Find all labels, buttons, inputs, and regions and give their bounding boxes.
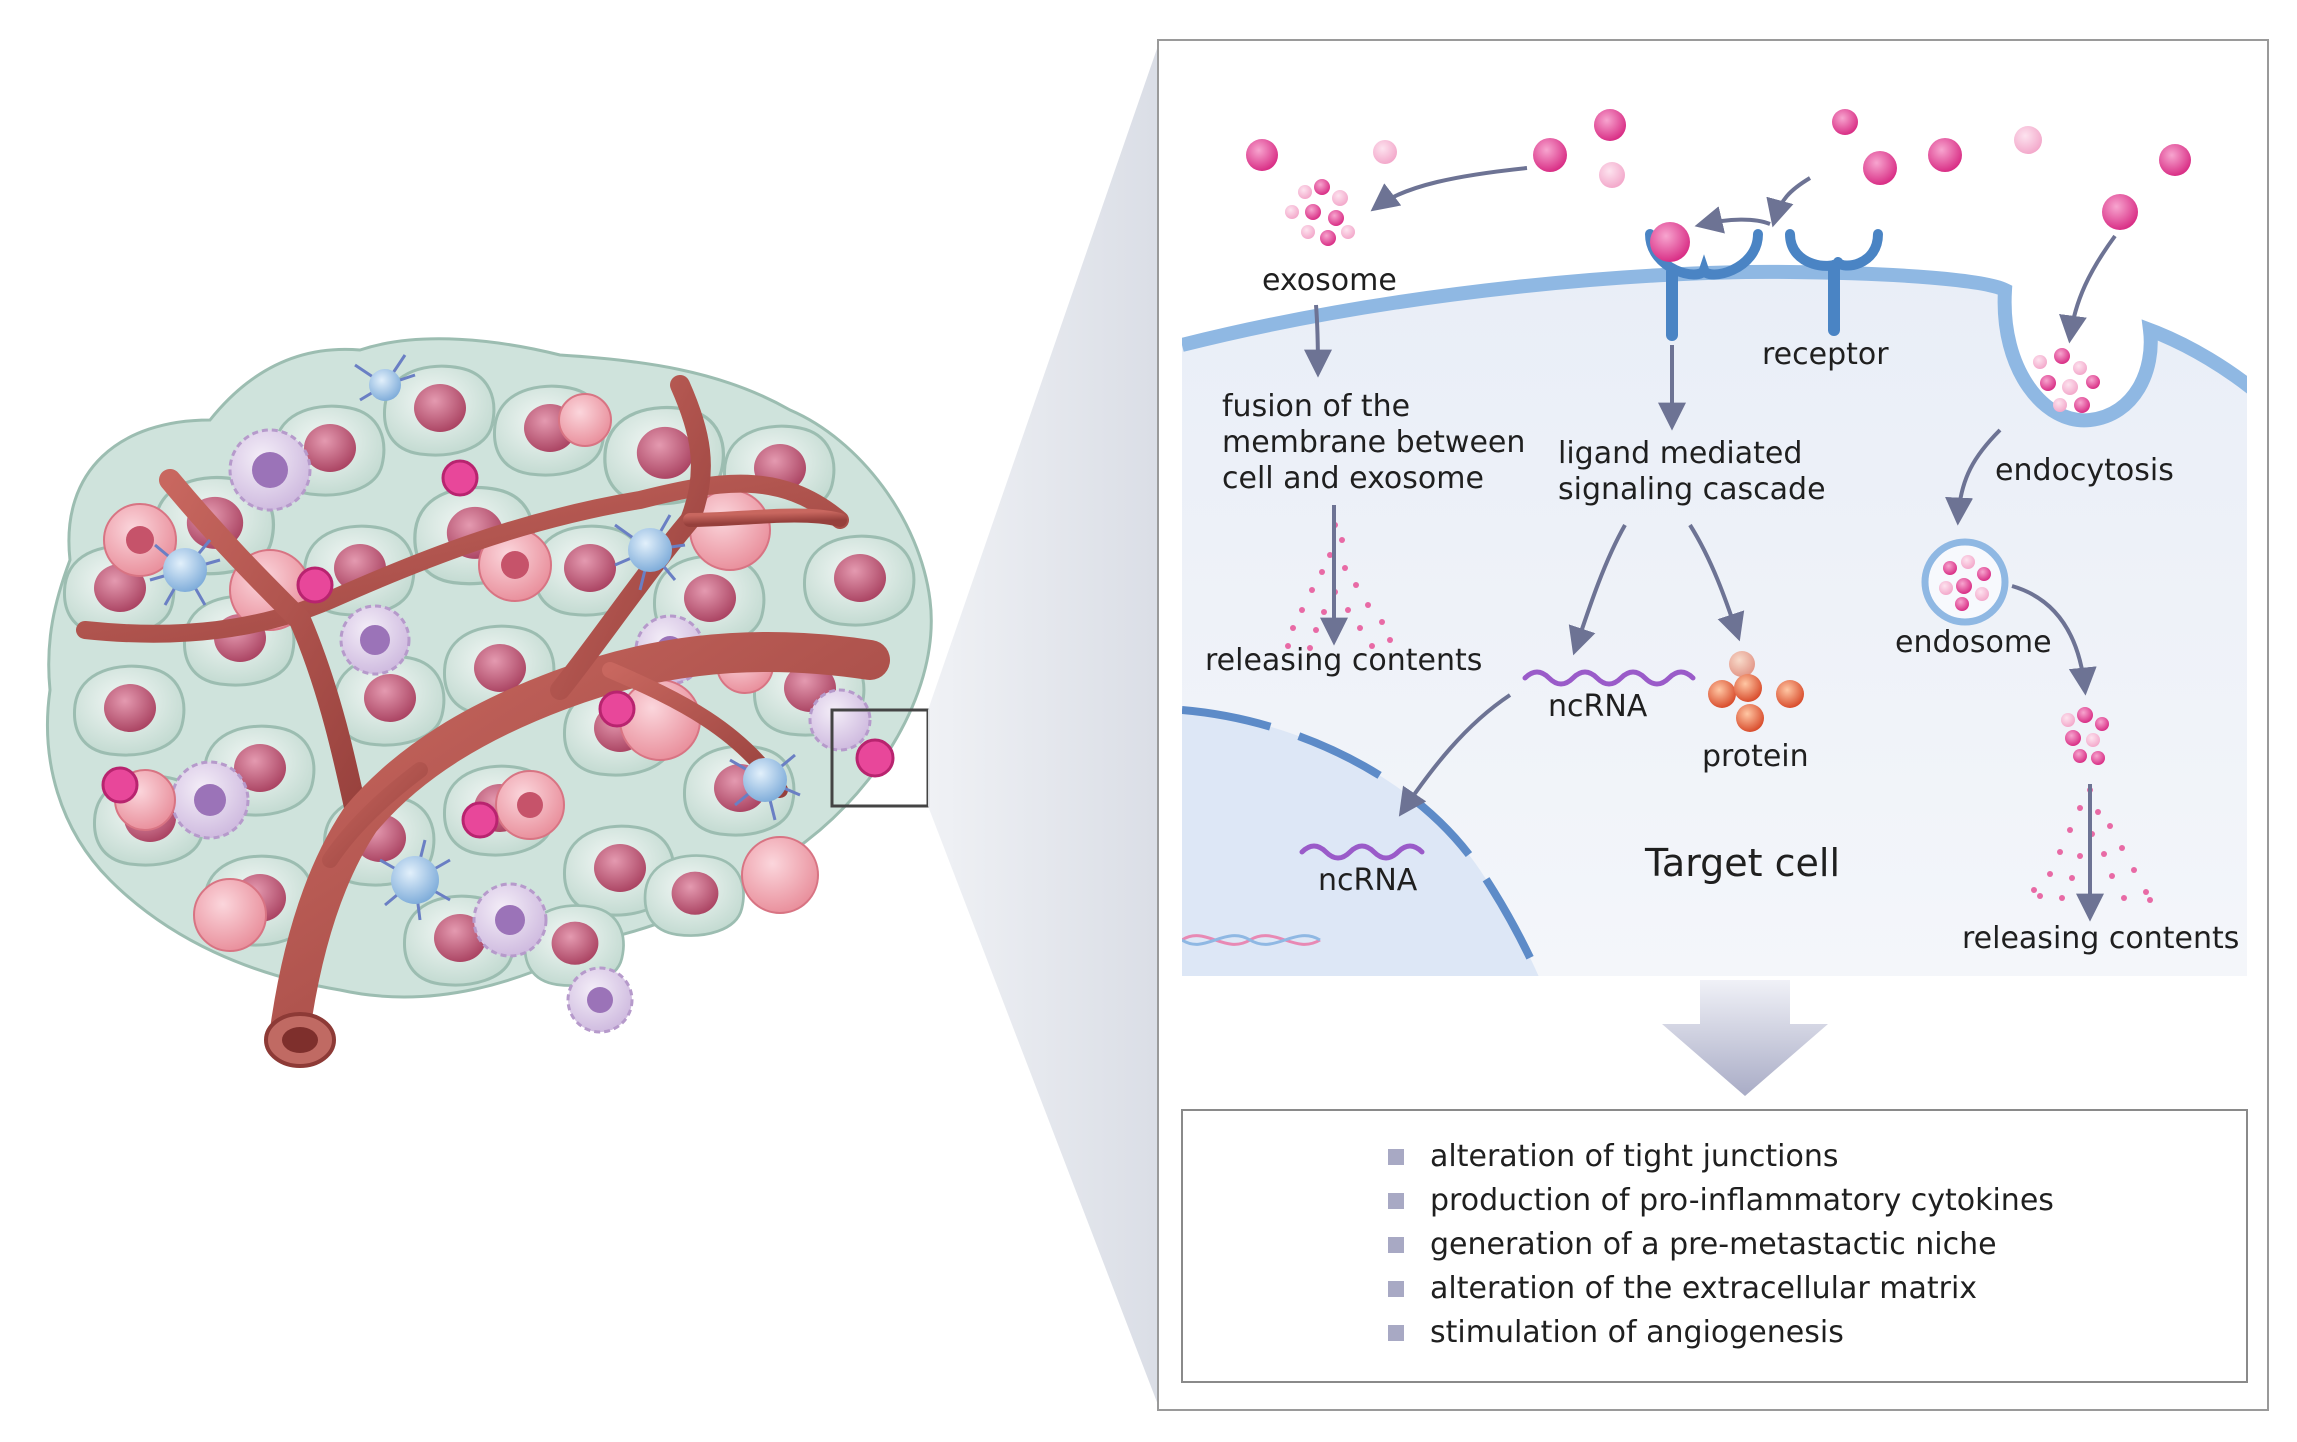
label-releasing-left: releasing contents: [1205, 643, 1482, 678]
effect-item: stimulation of angiogenesis: [1430, 1315, 1844, 1350]
label-ncrna-cyto: ncRNA: [1548, 689, 1648, 724]
bound-ligand: [1650, 222, 1690, 262]
label-exosome: exosome: [1262, 263, 1397, 298]
label-fusion-line2: membrane between: [1222, 425, 1525, 460]
blue-dendritic-cells: [149, 354, 801, 921]
label-receptor: receptor: [1762, 337, 1889, 372]
tumor-exosomes: [101, 459, 895, 839]
label-endocytosis: endocytosis: [1995, 453, 2174, 488]
effect-item: alteration of tight junctions: [1430, 1139, 1839, 1174]
arrows: [1303, 166, 2117, 922]
receptor-unbound: [1785, 229, 1883, 336]
ncrna-nucleus-icon: [1299, 843, 1425, 861]
nucleus: [1182, 710, 1539, 976]
effects-list: alteration of tight junctions production…: [1388, 1139, 2054, 1350]
zoom-wedge: [928, 40, 1160, 1410]
target-cell-body: [1182, 271, 2247, 976]
effects-box: alteration of tight junctions production…: [1181, 1109, 2248, 1383]
purple-immune-cells: [170, 428, 872, 1034]
label-endosome: endosome: [1895, 625, 2052, 660]
label-fusion-line1: fusion of the: [1222, 389, 1410, 424]
down-arrow-icon: [1662, 980, 1828, 1096]
label-fusion-line3: cell and exosome: [1222, 461, 1484, 496]
endosome: [1921, 538, 2009, 626]
detail-panel: exosome receptor endocytosis: [1157, 39, 2269, 1411]
bullet-icon: [1388, 1281, 1404, 1297]
effect-item: alteration of the extracellular matrix: [1430, 1271, 1977, 1306]
bullet-icon: [1388, 1193, 1404, 1209]
tumor-illustration: [46, 337, 933, 1068]
effect-item: generation of a pre-metastactic niche: [1430, 1227, 1997, 1262]
endocytosis-cluster: [2033, 348, 2100, 413]
plasma-membrane: [1182, 264, 2247, 428]
endosome-release-cluster: [2061, 707, 2109, 765]
label-protein: protein: [1702, 739, 1809, 774]
dna-helix-icon: [1182, 934, 1321, 946]
label-ligand-line1: ligand mediated: [1558, 436, 1802, 471]
label-target-cell: Target cell: [1644, 841, 1840, 885]
label-releasing-right: releasing contents: [1962, 921, 2239, 956]
bullet-icon: [1388, 1149, 1404, 1165]
bullet-icon: [1388, 1237, 1404, 1253]
nuclear-envelope: [1182, 706, 1543, 976]
label-ligand-line2: signaling cascade: [1558, 472, 1826, 507]
effect-item: production of pro-inflammatory cytokines: [1430, 1183, 2054, 1218]
bullet-icon: [1388, 1325, 1404, 1341]
ncrna-cyto-icon: [1522, 669, 1696, 687]
protein-icon: [1708, 651, 1804, 732]
blood-vessel: [76, 375, 890, 1068]
receptor-bound: [1645, 229, 1763, 341]
label-ncrna-nucleus: ncRNA: [1318, 863, 1418, 898]
free-exosomes: [1246, 109, 2191, 230]
exosome-cluster: [1285, 179, 1355, 246]
released-contents-right: [2031, 787, 2153, 903]
